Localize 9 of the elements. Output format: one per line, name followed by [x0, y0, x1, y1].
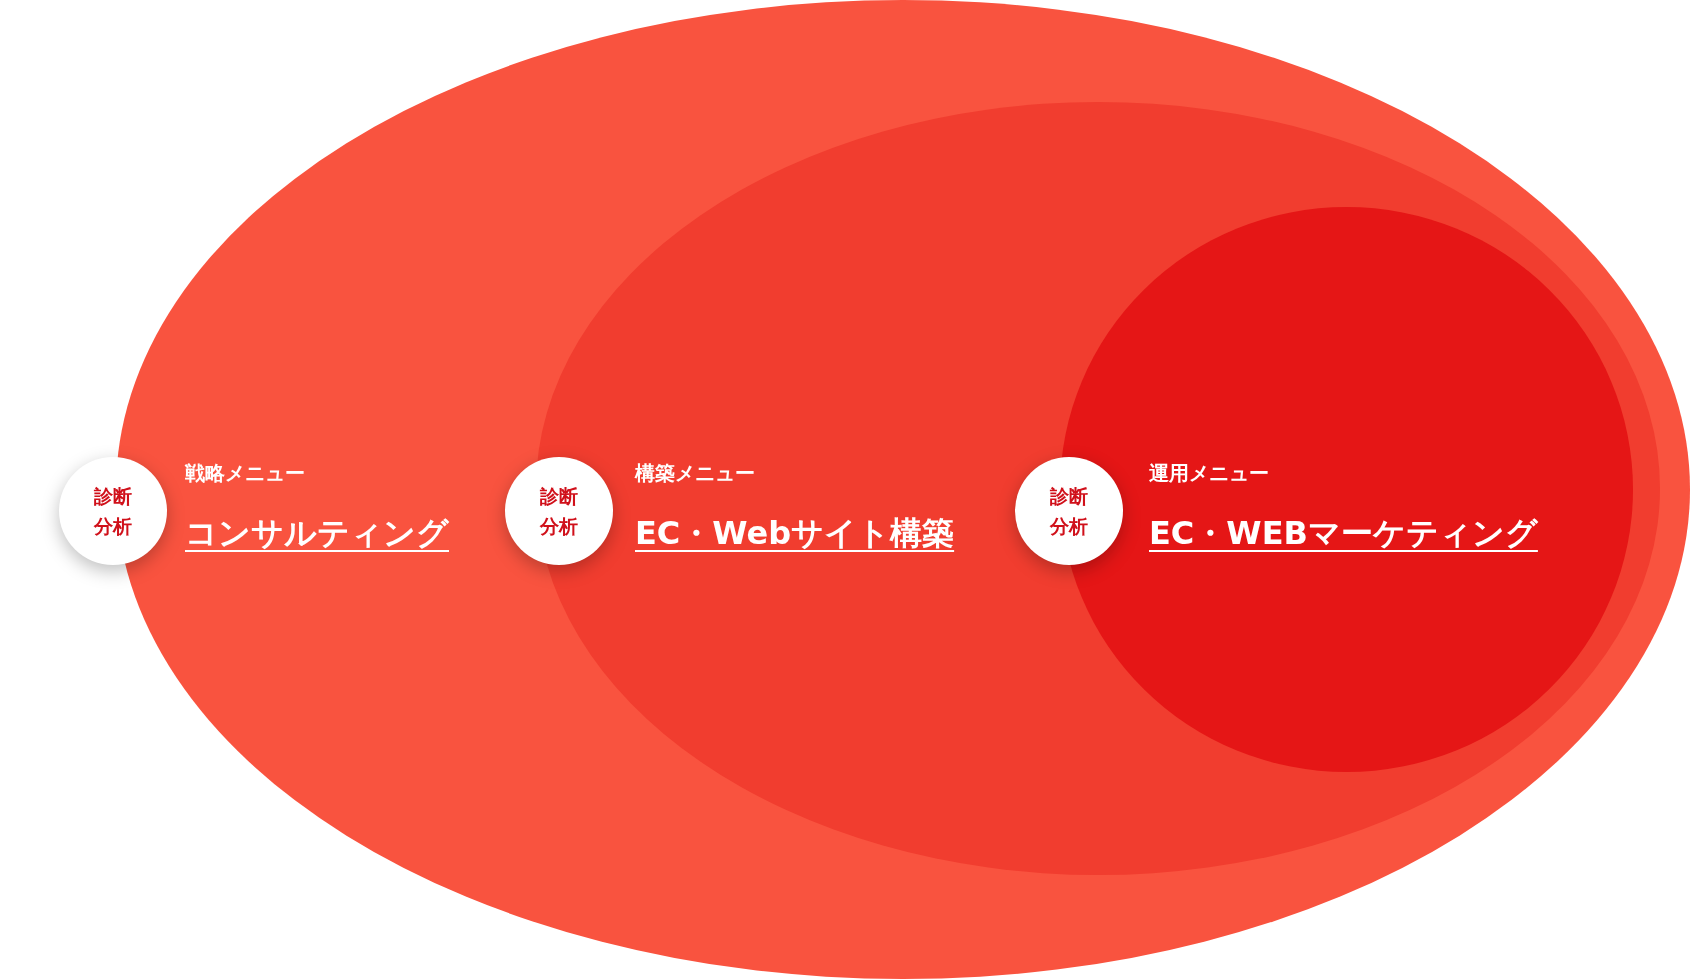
menu-link: EC・WEBマーケティング — [1149, 513, 1538, 554]
badge-circle: 診断分析 — [505, 457, 613, 565]
badge-circle: 診断分析 — [1015, 457, 1123, 565]
menu-link: コンサルティング — [185, 513, 449, 554]
menu-category: 構築メニュー — [635, 460, 755, 487]
menu-category: 運用メニュー — [1149, 460, 1269, 487]
menu-link: EC・Webサイト構築 — [635, 513, 955, 554]
menu-category: 戦略メニュー — [185, 460, 305, 487]
badge-circle: 診断分析 — [59, 457, 167, 565]
